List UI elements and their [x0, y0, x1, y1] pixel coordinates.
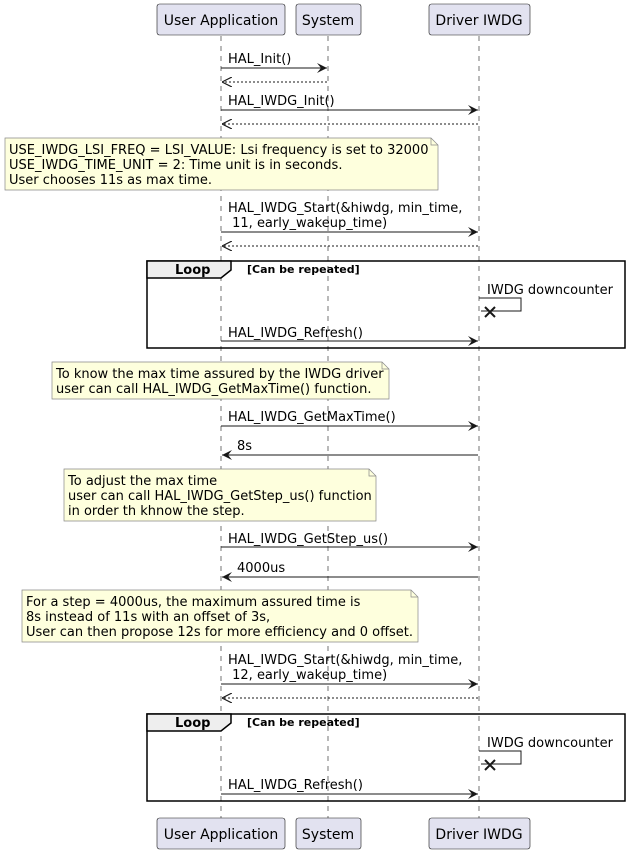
self-message-label: IWDG downcounter — [487, 736, 614, 751]
message-label: HAL_IWDG_Start(&hiwdg, min_time, — [228, 201, 462, 216]
self-message-arrow — [479, 750, 522, 765]
note-line: User can then propose 12s for more effic… — [26, 625, 413, 640]
participant-system-top: System — [295, 3, 362, 36]
note: To adjust the max time user can call HAL… — [63, 468, 377, 522]
loop-condition: [Can be repeated] — [247, 263, 360, 276]
note-line: user can call HAL_IWDG_GetStep_us() func… — [68, 489, 372, 504]
note-line: To know the max time assured by the IWDG… — [55, 367, 384, 382]
destroy-icon — [484, 306, 496, 318]
note-line: USE_IWDG_LSI_FREQ = LSI_VALUE: Lsi frequ… — [9, 143, 428, 158]
note: To know the max time assured by the IWDG… — [51, 361, 390, 400]
participant-driver-iwdg-bottom: Driver IWDG — [428, 817, 531, 850]
note: USE_IWDG_LSI_FREQ = LSI_VALUE: Lsi frequ… — [4, 137, 439, 191]
destroy-icon — [484, 759, 496, 771]
participant-user-application-top: User Application — [156, 3, 286, 36]
reply-label: 4000us — [237, 561, 285, 576]
message-label: HAL_Init() — [228, 52, 291, 67]
reply-label: 8s — [237, 439, 252, 454]
message-label: 12, early_wakeup_time) — [228, 668, 387, 683]
loop-condition: [Can be repeated] — [247, 716, 360, 729]
participant-label: Driver IWDG — [435, 13, 522, 29]
note-line: user can call HAL_IWDG_GetMaxTime() func… — [56, 382, 372, 397]
message-label: HAL_IWDG_Refresh() — [228, 326, 363, 341]
participant-driver-iwdg-top: Driver IWDG — [428, 3, 531, 36]
message-label: HAL_IWDG_Start(&hiwdg, min_time, — [228, 653, 462, 668]
note-line: 8s instead of 11s with an offset of 3s, — [26, 610, 270, 625]
note-line: USE_IWDG_TIME_UNIT = 2: Time unit is in … — [9, 158, 342, 173]
loop-title: Loop — [175, 263, 210, 278]
participant-label: User Application — [164, 827, 279, 843]
message-label: HAL_IWDG_GetMaxTime() — [228, 410, 396, 425]
self-message-arrow — [479, 297, 522, 312]
participant-label: System — [302, 827, 354, 843]
note: For a step = 4000us, the maximum assured… — [21, 589, 419, 643]
self-message-label: IWDG downcounter — [487, 283, 614, 298]
participant-label: User Application — [164, 13, 279, 29]
note-line: in order th khnow the step. — [68, 504, 245, 519]
note-line: User chooses 11s as max time. — [9, 173, 212, 188]
message-label: HAL_IWDG_Refresh() — [228, 778, 363, 793]
participant-label: Driver IWDG — [435, 827, 522, 843]
participant-user-application-bottom: User Application — [156, 817, 286, 850]
loop-frame: Loop [Can be repeated] — [146, 713, 626, 802]
message-label: HAL_IWDG_GetStep_us() — [228, 532, 388, 547]
loop-frame: Loop [Can be repeated] — [146, 260, 626, 349]
message-label: 11, early_wakeup_time) — [228, 216, 387, 231]
note-line: For a step = 4000us, the maximum assured… — [26, 595, 361, 610]
loop-title: Loop — [175, 716, 210, 731]
note-line: To adjust the max time — [67, 474, 217, 489]
participant-label: System — [302, 13, 354, 29]
message-label: HAL_IWDG_Init() — [228, 94, 335, 109]
participant-system-bottom: System — [295, 817, 362, 850]
